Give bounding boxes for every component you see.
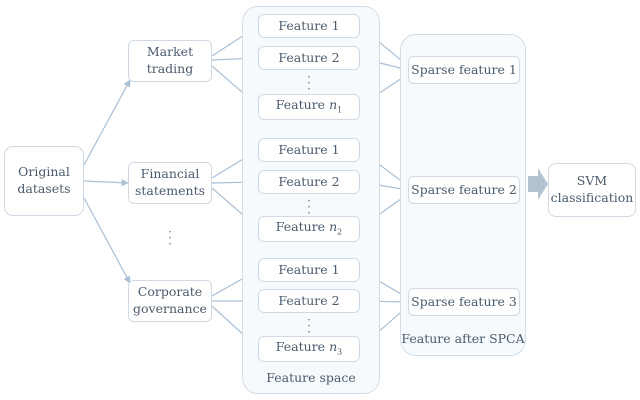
svm-line1: SVM [576, 173, 608, 189]
feature-box: Feature 2 [258, 170, 360, 194]
category-line2: trading [146, 61, 194, 76]
category-line1: Financial [140, 166, 200, 182]
sparse-feature-box: Sparse feature 1 [408, 56, 520, 84]
feature-space-region [242, 6, 380, 394]
feature-box: Feature 2 [258, 289, 360, 313]
feature-box-n3: Feature n3 [258, 336, 360, 362]
feature-box: Feature 1 [258, 14, 360, 38]
category-line1: Market [146, 44, 194, 60]
svm-line2: classification [550, 190, 634, 205]
original-datasets-line2: datasets [17, 181, 71, 196]
to-classifier-arrow [528, 168, 548, 200]
connector-arrow [83, 79, 131, 166]
feature-box: Feature 2 [258, 46, 360, 70]
sparse-feature-box: Sparse feature 3 [408, 288, 520, 316]
feature-box: Feature 1 [258, 138, 360, 162]
feature-ellipsis: ··· [307, 313, 311, 339]
feature-ellipsis: ··· [307, 194, 311, 220]
spca-label: Feature after SPCA [401, 331, 525, 346]
connector-arrow [83, 197, 131, 284]
feature-space-label: Feature space [266, 370, 356, 385]
feature-box: Feature 1 [258, 258, 360, 282]
sparse-feature-box: Sparse feature 2 [408, 176, 520, 204]
category-ellipsis: ··· [168, 225, 172, 251]
feature-box-n2: Feature n2 [258, 216, 360, 242]
feature-box-n1: Feature n1 [258, 94, 360, 120]
connector-arrow [83, 179, 129, 187]
category-line2: statements [134, 183, 206, 198]
feature-ellipsis: ··· [307, 70, 311, 96]
category-line1: Corporate [137, 284, 203, 300]
category-line2: governance [133, 301, 207, 316]
original-datasets-line1: Original [18, 164, 70, 180]
